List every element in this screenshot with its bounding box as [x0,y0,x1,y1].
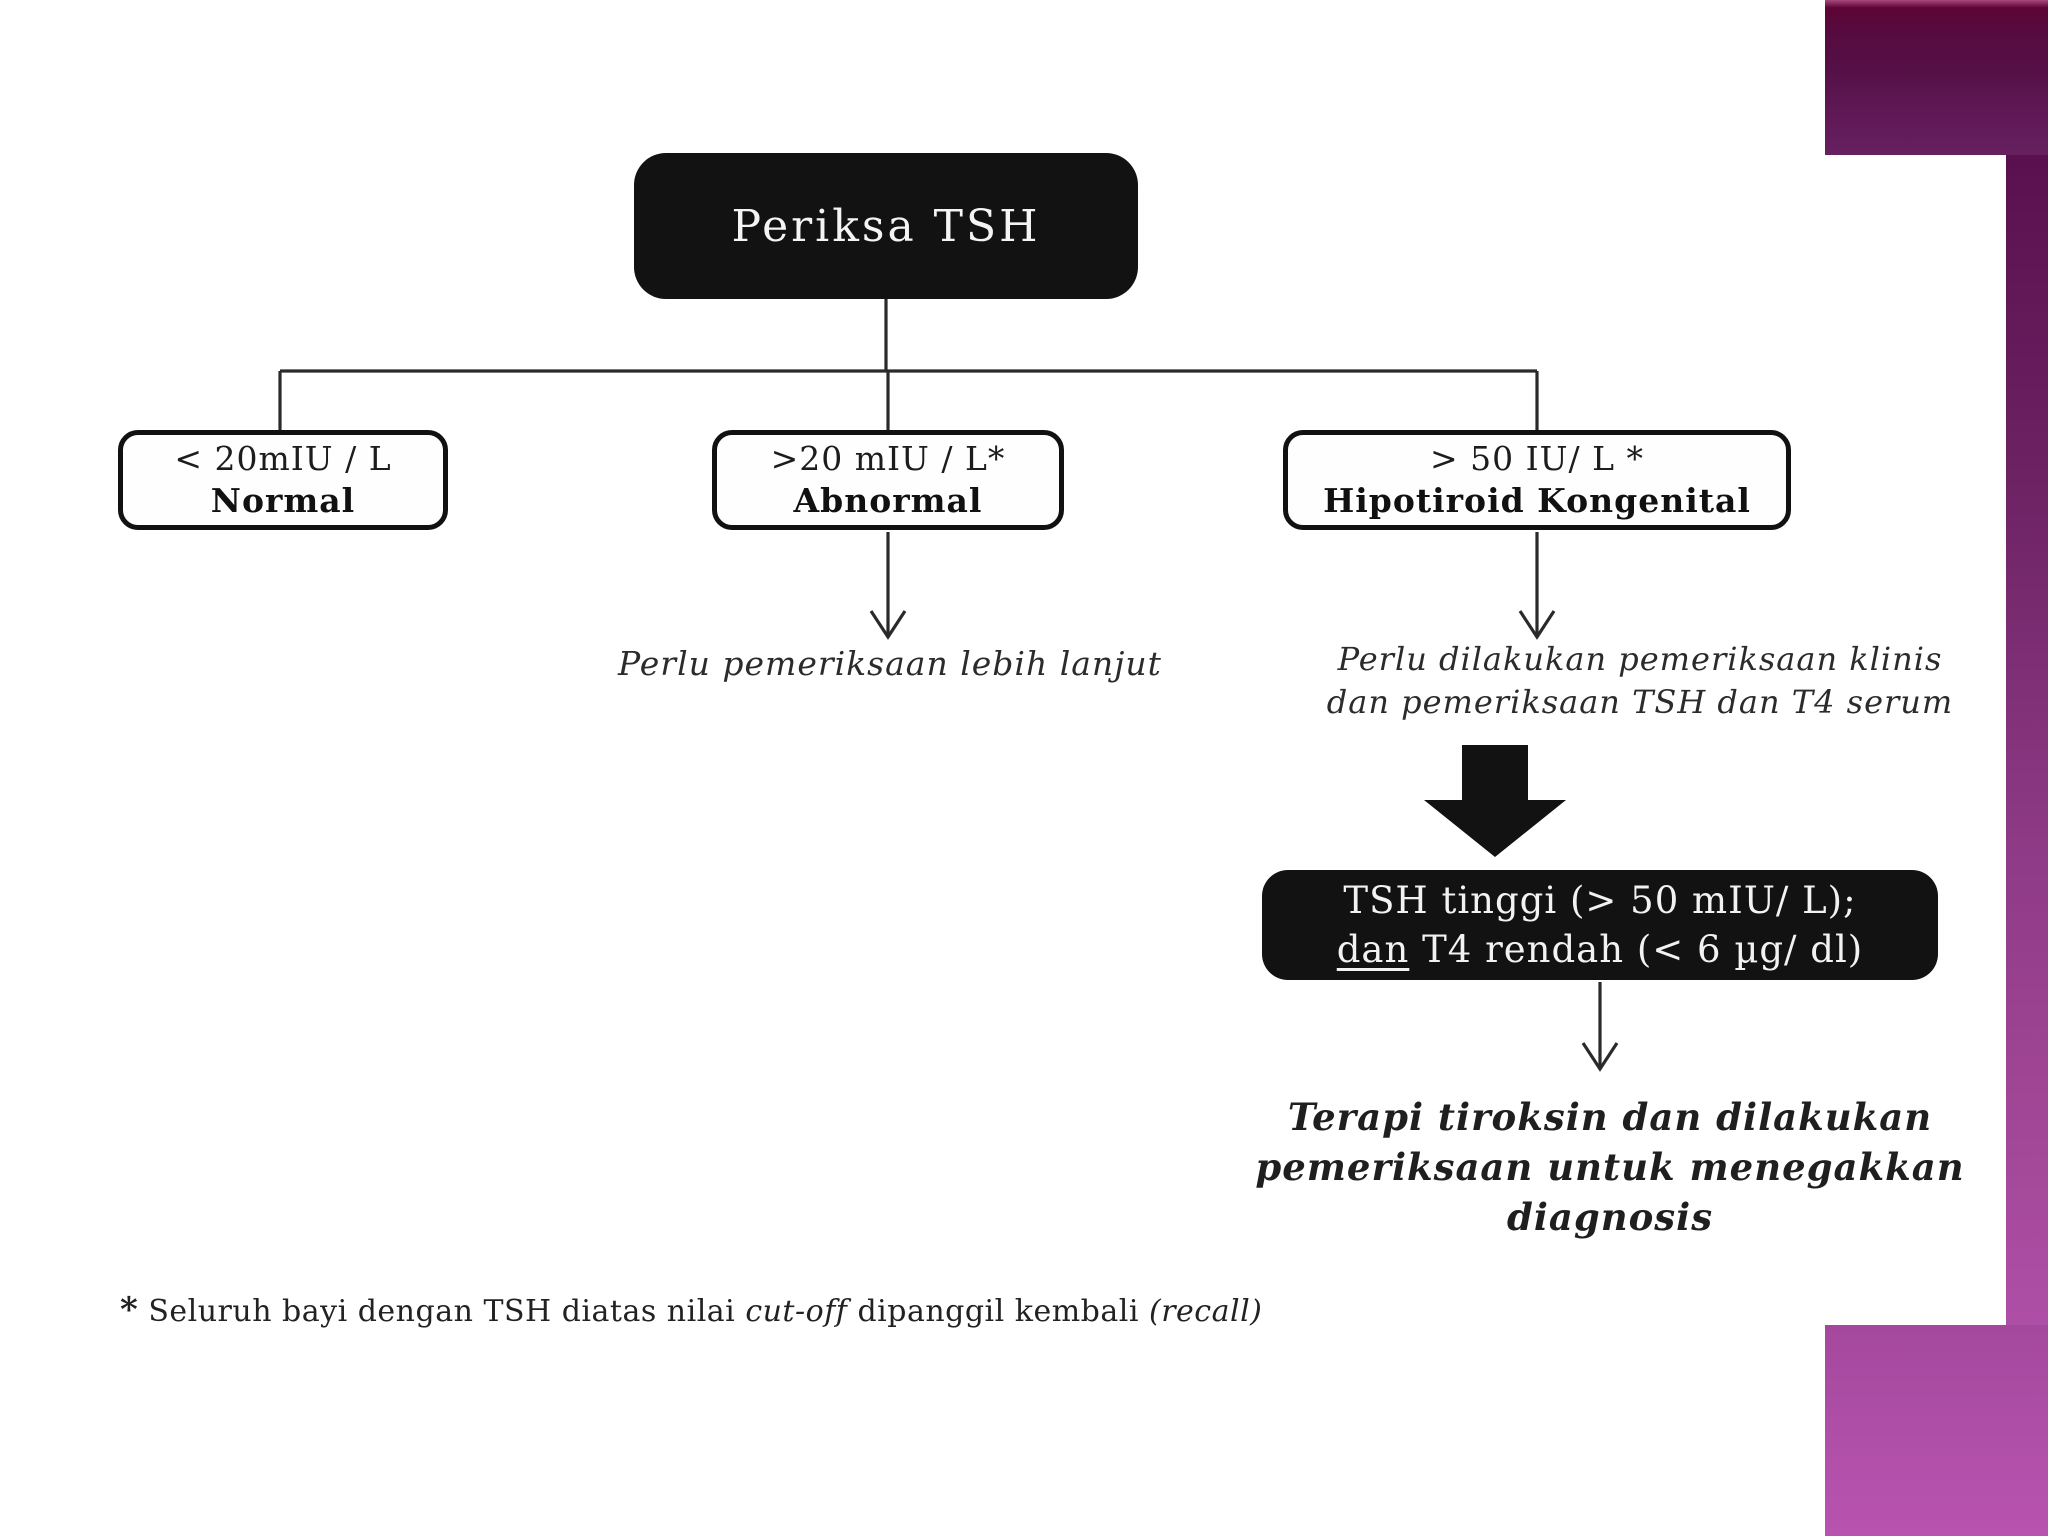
flow-node-abnormal: >20 mIU / L* Abnormal [712,430,1064,530]
note-line: diagnosis [1506,1195,1714,1239]
result-line-rest: T4 rendah (< 6 µg/ dl) [1409,928,1864,971]
tsh-range-value: < 20mIU / L [174,439,392,478]
arrow-down-icon [1518,532,1556,640]
asterisk-marker: * [120,1290,139,1330]
tsh-range-value: > 50 IU/ L * [1430,439,1644,478]
result-line: TSH tinggi (> 50 mIU/ L); [1343,879,1857,922]
footnote-recall: * Seluruh bayi dengan TSH diatas nilai c… [120,1290,1470,1330]
underlined-dan: dan [1336,928,1410,971]
accent-right-band [2006,0,2048,1536]
arrow-down-icon [1581,982,1619,1072]
accent-bottom-right-block [1825,1325,2048,1536]
note-therapy: Terapi tiroksin dan dilakukan pemeriksaa… [1225,1092,1995,1242]
note-line: dan pemeriksaan TSH dan T4 serum [1326,683,1954,721]
note-line: Perlu dilakukan pemeriksaan klinis [1337,640,1943,678]
accent-top-right-block [1825,0,2048,155]
flow-node-normal: < 20mIU / L Normal [118,430,448,530]
footnote-text: dipanggil kembali [847,1294,1149,1329]
result-line: dan T4 rendah (< 6 µg/ dl) [1337,925,1863,974]
block-arrow-down-icon [1424,745,1566,857]
note-line: Terapi tiroksin dan dilakukan [1287,1095,1933,1139]
outcome-label: Normal [210,481,356,520]
flow-node-tsh-t4-result: TSH tinggi (> 50 mIU/ L); dan T4 rendah … [1262,870,1938,980]
note-congenital-examination: Perlu dilakukan pemeriksaan klinis dan p… [1245,638,2035,724]
arrow-down-icon [869,532,907,640]
tsh-range-value: >20 mIU / L* [770,439,1006,478]
note-abnormal-followup: Perlu pemeriksaan lebih lanjut [618,644,1162,683]
note-line: pemeriksaan untuk menegakkan [1255,1145,1965,1189]
footnote-text: Seluruh bayi dengan TSH diatas nilai [138,1294,746,1329]
flow-node-root-label: Periksa TSH [731,200,1041,252]
footnote-italic-cutoff: cut-off [745,1294,848,1329]
outcome-label: Abnormal [793,481,983,520]
flow-node-hipotiroid-kongenital: > 50 IU/ L * Hipotiroid Kongenital [1283,430,1791,530]
footnote-italic-recall: (recall) [1148,1294,1263,1329]
flow-node-root: Periksa TSH [634,153,1138,299]
outcome-label: Hipotiroid Kongenital [1323,481,1751,520]
